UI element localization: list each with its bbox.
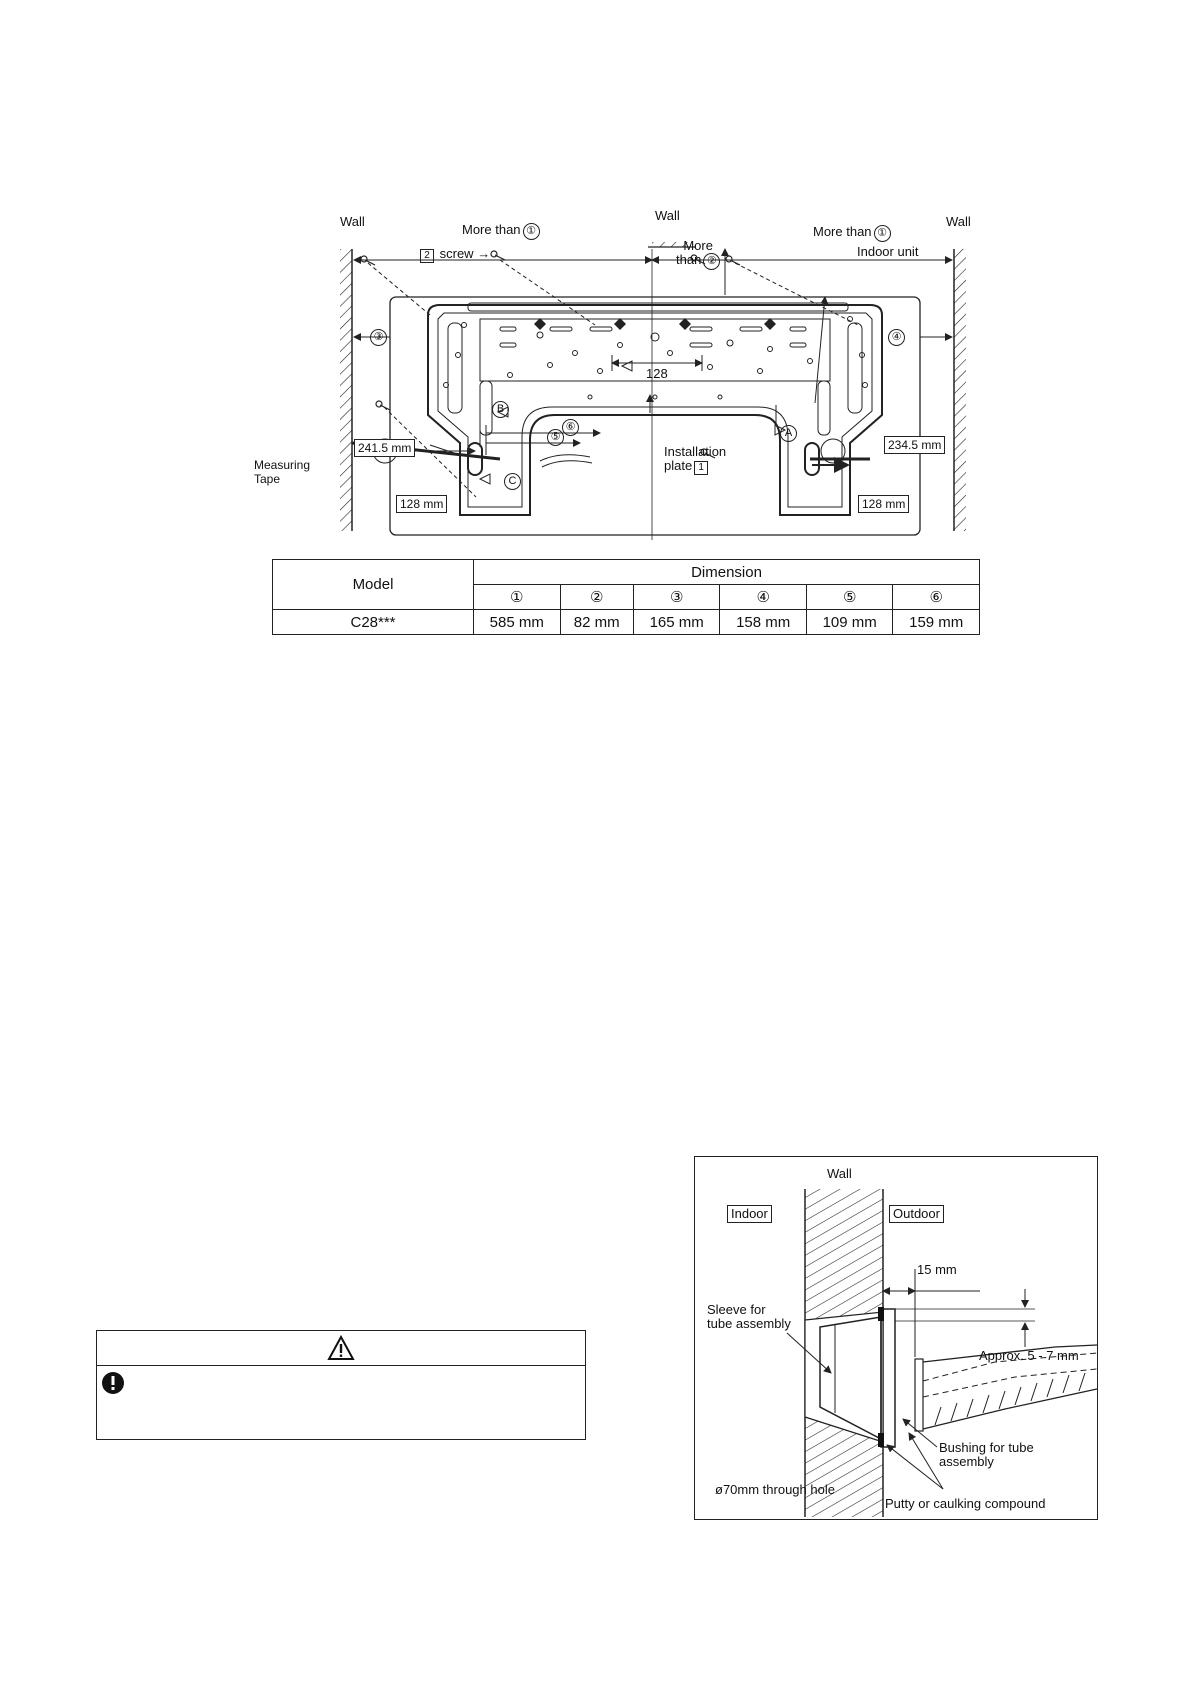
wall-hole-figure: Wall Indoor Outdoor 15 mm Sleeve for tub…: [694, 1156, 1098, 1520]
more-than-center-line1: More: [683, 238, 713, 253]
caution-box: [96, 1330, 586, 1440]
column-header: ①: [473, 584, 561, 610]
more-than-left-number: ①: [522, 223, 540, 240]
letter-c-marker: C: [502, 473, 521, 490]
column-header: ⑥: [892, 584, 980, 610]
model-header: Model: [272, 559, 474, 610]
sleeve-line1: Sleeve for: [707, 1302, 766, 1317]
wall-sleeve-drawing: [786, 1189, 1097, 1517]
approx-label: Approx. 5 - 7 mm: [979, 1348, 1079, 1363]
wall-left-label: Wall: [340, 214, 365, 229]
more-than-right-number: ①: [873, 225, 891, 242]
table-header-row: Model Dimension: [272, 559, 980, 610]
table-cell: 159 mm: [892, 609, 980, 635]
column-header: ②: [559, 584, 634, 610]
model-cell: C28***: [272, 609, 474, 635]
table-row: C28*** 585 mm 82 mm 165 mm 158 mm 109 mm…: [272, 609, 980, 635]
sleeve-line2: tube assembly: [707, 1316, 791, 1331]
dimension-6-marker: ⑥: [560, 419, 579, 436]
caution-header: [97, 1331, 585, 1366]
screw-text: screw: [439, 246, 474, 261]
table-cell: 158 mm: [719, 609, 807, 635]
more-than-center-line2: than: [676, 252, 702, 267]
dimension-128-center: 128: [646, 366, 668, 381]
indoor-unit-label: Indoor unit: [857, 244, 919, 259]
letter-a-marker: A: [778, 425, 797, 442]
screw-part-number: 2: [420, 249, 434, 263]
bushing-line2: assembly: [939, 1454, 994, 1469]
wall-label: Wall: [827, 1166, 852, 1181]
more-than-right-text: More than: [813, 224, 872, 239]
more-than-left-text: More than: [462, 222, 521, 237]
column-header: ④: [719, 584, 807, 610]
sleeve-label: Sleeve for tube assembly: [707, 1303, 791, 1331]
left-128-mm-box: 128 mm: [396, 495, 448, 513]
fifteen-mm-label: 15 mm: [917, 1262, 957, 1277]
wall-center-label: Wall: [655, 208, 680, 223]
column-header: ⑤: [805, 584, 894, 610]
measuring-tape-line2: Tape: [254, 472, 281, 486]
through-hole-label: ø70mm through hole: [715, 1482, 835, 1497]
wall-right-label: Wall: [946, 214, 971, 229]
bushing-label: Bushing for tube assembly: [939, 1441, 1034, 1469]
more-than-center-number: ②: [703, 253, 721, 270]
installation-plate-line1: Installation: [664, 444, 727, 459]
letter-b-marker: B: [490, 401, 509, 418]
dimension-4-marker: ④: [886, 329, 905, 346]
mandatory-action-icon: [102, 1372, 124, 1394]
measuring-tape-line1: Measuring: [254, 458, 311, 472]
left-241-5-mm-box: 241.5 mm: [354, 439, 416, 457]
outdoor-label: Outdoor: [889, 1205, 944, 1223]
right-234-5-mm-box: 234.5 mm: [884, 436, 946, 454]
dimension-header: Dimension: [473, 559, 980, 585]
table-cell: 82 mm: [559, 609, 634, 635]
right-128-mm-box: 128 mm: [858, 495, 910, 513]
bushing-line1: Bushing for tube: [939, 1440, 1034, 1455]
dimension-table: Model Dimension ① ② ③ ④ ⑤ ⑥ C28*** 585 m…: [272, 559, 980, 635]
screw-label: 2 screw →: [418, 247, 490, 263]
column-header: ③: [632, 584, 721, 610]
dimension-3-marker: ③: [368, 329, 387, 346]
table-cell: 165 mm: [632, 609, 721, 635]
indoor-label: Indoor: [727, 1205, 772, 1223]
installation-plate-number: 1: [694, 461, 709, 475]
warning-triangle-icon: [327, 1335, 355, 1360]
dimension-5-marker: ⑤: [545, 429, 564, 446]
installation-plate-line2: plate: [664, 458, 693, 473]
table-cell: 109 mm: [805, 609, 894, 635]
table-cell: 585 mm: [473, 609, 561, 635]
measuring-tape-label: Measuring Tape: [254, 458, 310, 486]
putty-label: Putty or caulking compound: [885, 1496, 1046, 1511]
